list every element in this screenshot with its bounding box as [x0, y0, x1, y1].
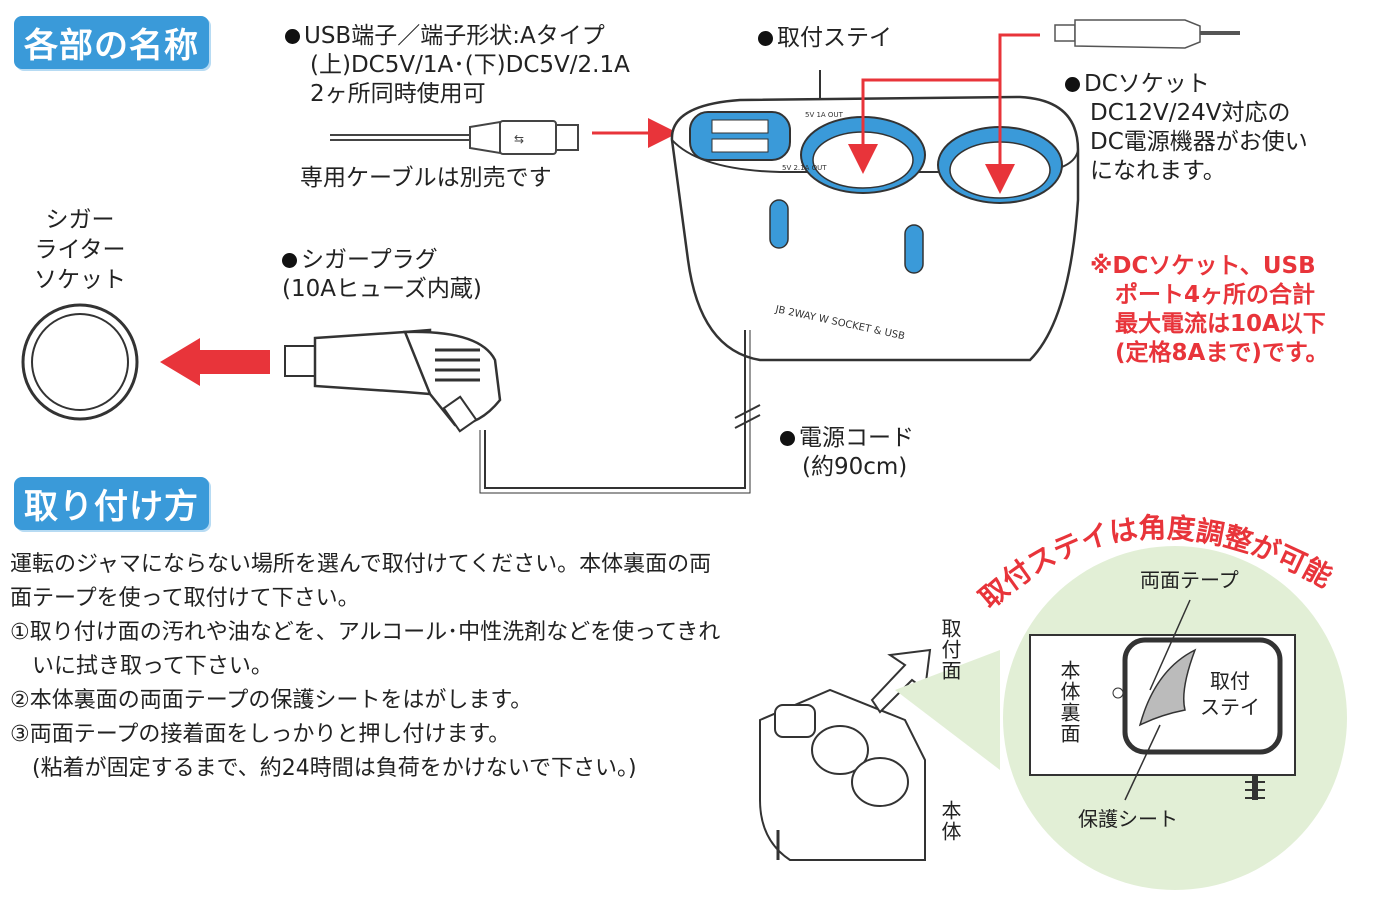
usb-mark-up: 5V 1A OUT: [805, 111, 844, 119]
instructions: 運転のジャマにならない場所を選んで取付けてください。本体裏面の両 面テープを使っ…: [10, 552, 721, 781]
section-title-install: 取り付け方: [14, 477, 209, 530]
current-note: ※DCソケット、USB ポート4ヶ所の合計 最大電流は10A以下 (定格8Aまで…: [1090, 253, 1329, 366]
stay-label: 取付 ステイ: [1200, 669, 1260, 719]
protect-sheet-label: 保護シート: [1078, 807, 1178, 831]
usb-mark-down: 5V 2.1A OUT: [782, 164, 827, 172]
cigar-socket-icon: [21, 303, 139, 421]
usb-cable-icon: ⇆: [330, 120, 579, 155]
cigar-plug-label: シガープラグ (10Aヒューズ内蔵): [282, 247, 482, 302]
cigar-plug-icon: [284, 328, 502, 433]
body-label: 本体: [938, 800, 962, 842]
mount-surface-label: 取付面: [938, 618, 962, 681]
plug-icon-small: [1054, 19, 1240, 49]
power-cord-label: 電源コード (約90cm): [780, 424, 914, 482]
section-title-parts: 各部の名称: [14, 16, 209, 69]
svg-text:⇆: ⇆: [514, 132, 524, 146]
socket-device: [670, 70, 1080, 362]
dc-socket-label: DCソケット DC12V/24V対応の DC電源機器がお使い になれます。: [1065, 70, 1308, 186]
mount-stay-label: 取付ステイ: [758, 24, 892, 53]
cable-note: 専用ケーブルは別売です: [300, 165, 552, 191]
install-illustration: [759, 648, 932, 861]
bullet-icon: [1065, 77, 1080, 92]
body-back-label: 本体裏面: [1057, 660, 1081, 744]
bullet-icon: [758, 31, 773, 46]
detail-circle: [895, 546, 1347, 890]
bullet-icon: [285, 29, 300, 44]
usb-port-label: USB端子／端子形状:Aタイプ (上)DC5V/1A･(下)DC5V/2.1A …: [285, 22, 630, 109]
cigar-socket-label: シガー ライター ソケット: [34, 207, 126, 293]
bullet-icon: [282, 253, 297, 268]
double-tape-label: 両面テープ: [1140, 568, 1239, 592]
bullet-icon: [780, 431, 795, 446]
